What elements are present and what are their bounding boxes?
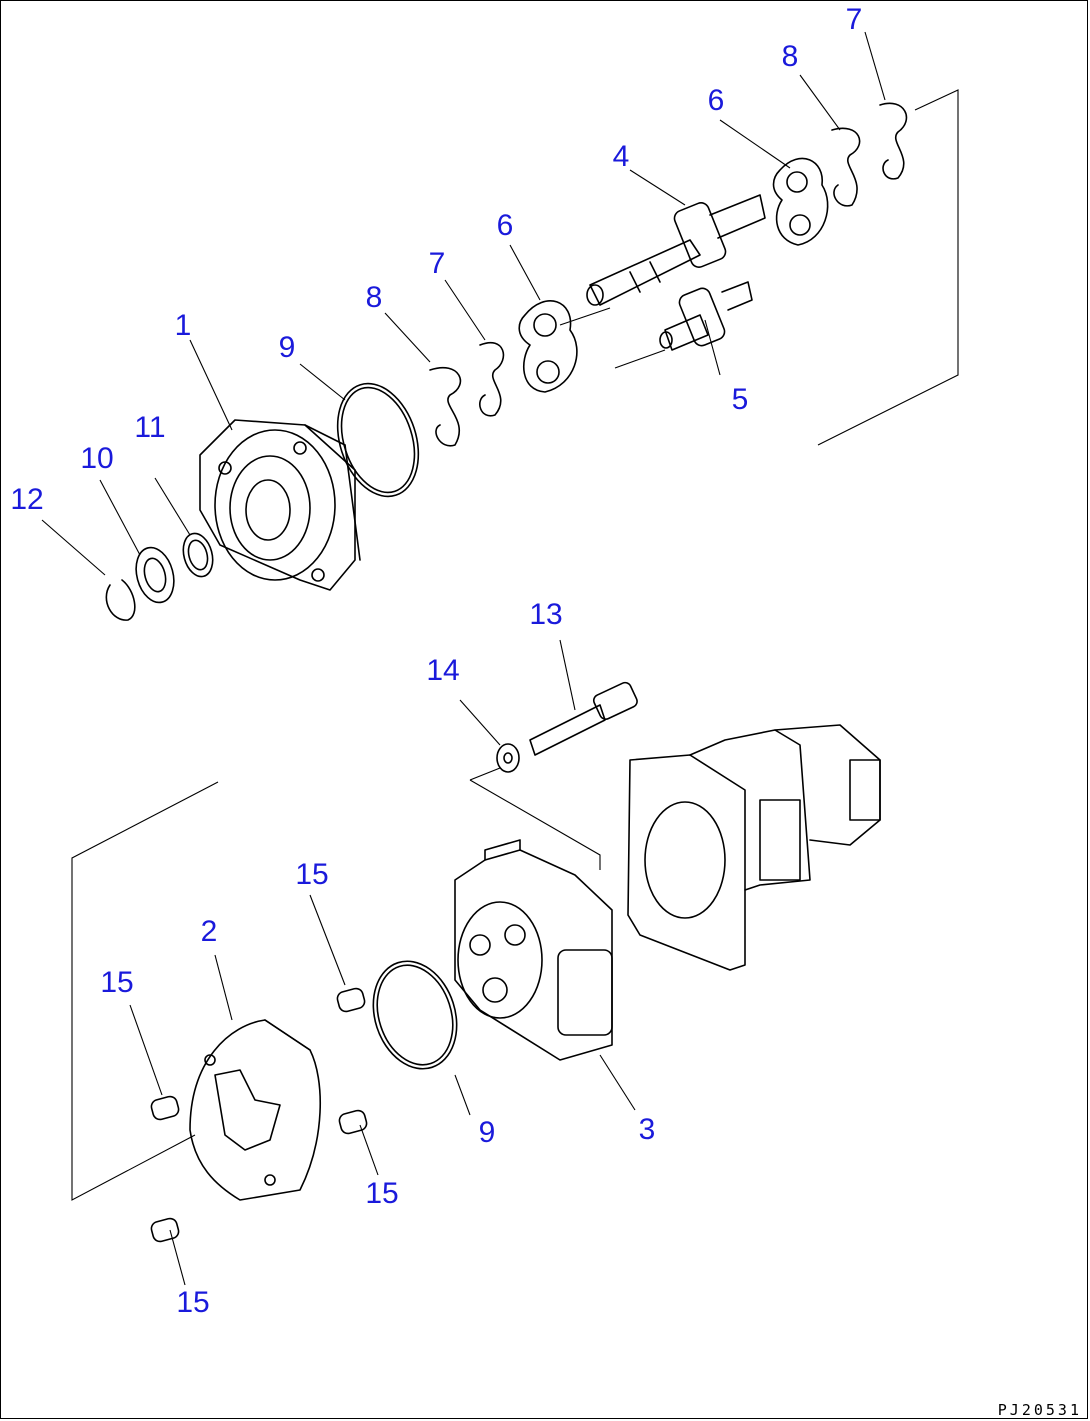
callout-6-left: 6 bbox=[496, 209, 514, 242]
driven-gear-part-5 bbox=[659, 281, 753, 351]
front-cover-part-1 bbox=[199, 419, 361, 591]
dowel-pins-part-15 bbox=[150, 987, 368, 1243]
callout-3: 3 bbox=[638, 1113, 656, 1146]
side-plate-part-6-left bbox=[518, 300, 578, 393]
drawing-code: PJ20531 bbox=[997, 1401, 1082, 1419]
callout-2: 2 bbox=[200, 915, 218, 948]
seal-part-8-left bbox=[429, 367, 462, 447]
callout-7-left: 7 bbox=[428, 247, 446, 280]
callout-1: 1 bbox=[174, 309, 192, 342]
callout-6-right: 6 bbox=[707, 84, 725, 117]
drive-gear-shaft-part-4 bbox=[586, 194, 766, 306]
seal-part-7-left bbox=[479, 342, 505, 417]
side-plate-part-6-right bbox=[772, 157, 829, 246]
callout-15-top: 15 bbox=[295, 858, 329, 891]
pump-assembly bbox=[627, 724, 881, 971]
callout-15-bottom: 15 bbox=[176, 1286, 210, 1319]
seal-part-8-right bbox=[831, 127, 861, 207]
callout-9-lower: 9 bbox=[478, 1116, 496, 1149]
o-ring-part-9-upper bbox=[336, 382, 420, 498]
callout-11: 11 bbox=[134, 411, 166, 444]
bolt-part-13 bbox=[529, 681, 638, 756]
o-ring-part-9-lower bbox=[372, 960, 458, 1070]
callout-10: 10 bbox=[80, 442, 114, 475]
callout-15-right: 15 bbox=[365, 1177, 399, 1210]
grouping-lines bbox=[71, 89, 959, 1201]
callout-14: 14 bbox=[426, 654, 460, 687]
callout-9-upper: 9 bbox=[278, 331, 296, 364]
callout-12: 12 bbox=[10, 483, 44, 516]
callout-13: 13 bbox=[529, 598, 563, 631]
callout-8-right: 8 bbox=[781, 40, 799, 73]
callout-7-right: 7 bbox=[845, 3, 863, 36]
callout-8-left: 8 bbox=[365, 281, 383, 314]
callout-4: 4 bbox=[612, 140, 630, 173]
body-part-3 bbox=[454, 839, 613, 1061]
callout-15-left: 15 bbox=[100, 966, 134, 999]
seal-part-7-right bbox=[879, 102, 908, 180]
ring-part-11 bbox=[182, 532, 214, 578]
leader-lines bbox=[41, 31, 886, 1286]
bearing-part-10 bbox=[135, 546, 175, 604]
gear-case-part-2 bbox=[189, 1019, 322, 1201]
washer-part-14 bbox=[496, 743, 520, 773]
callout-5: 5 bbox=[731, 383, 749, 416]
snap-ring-part-12 bbox=[105, 579, 136, 621]
